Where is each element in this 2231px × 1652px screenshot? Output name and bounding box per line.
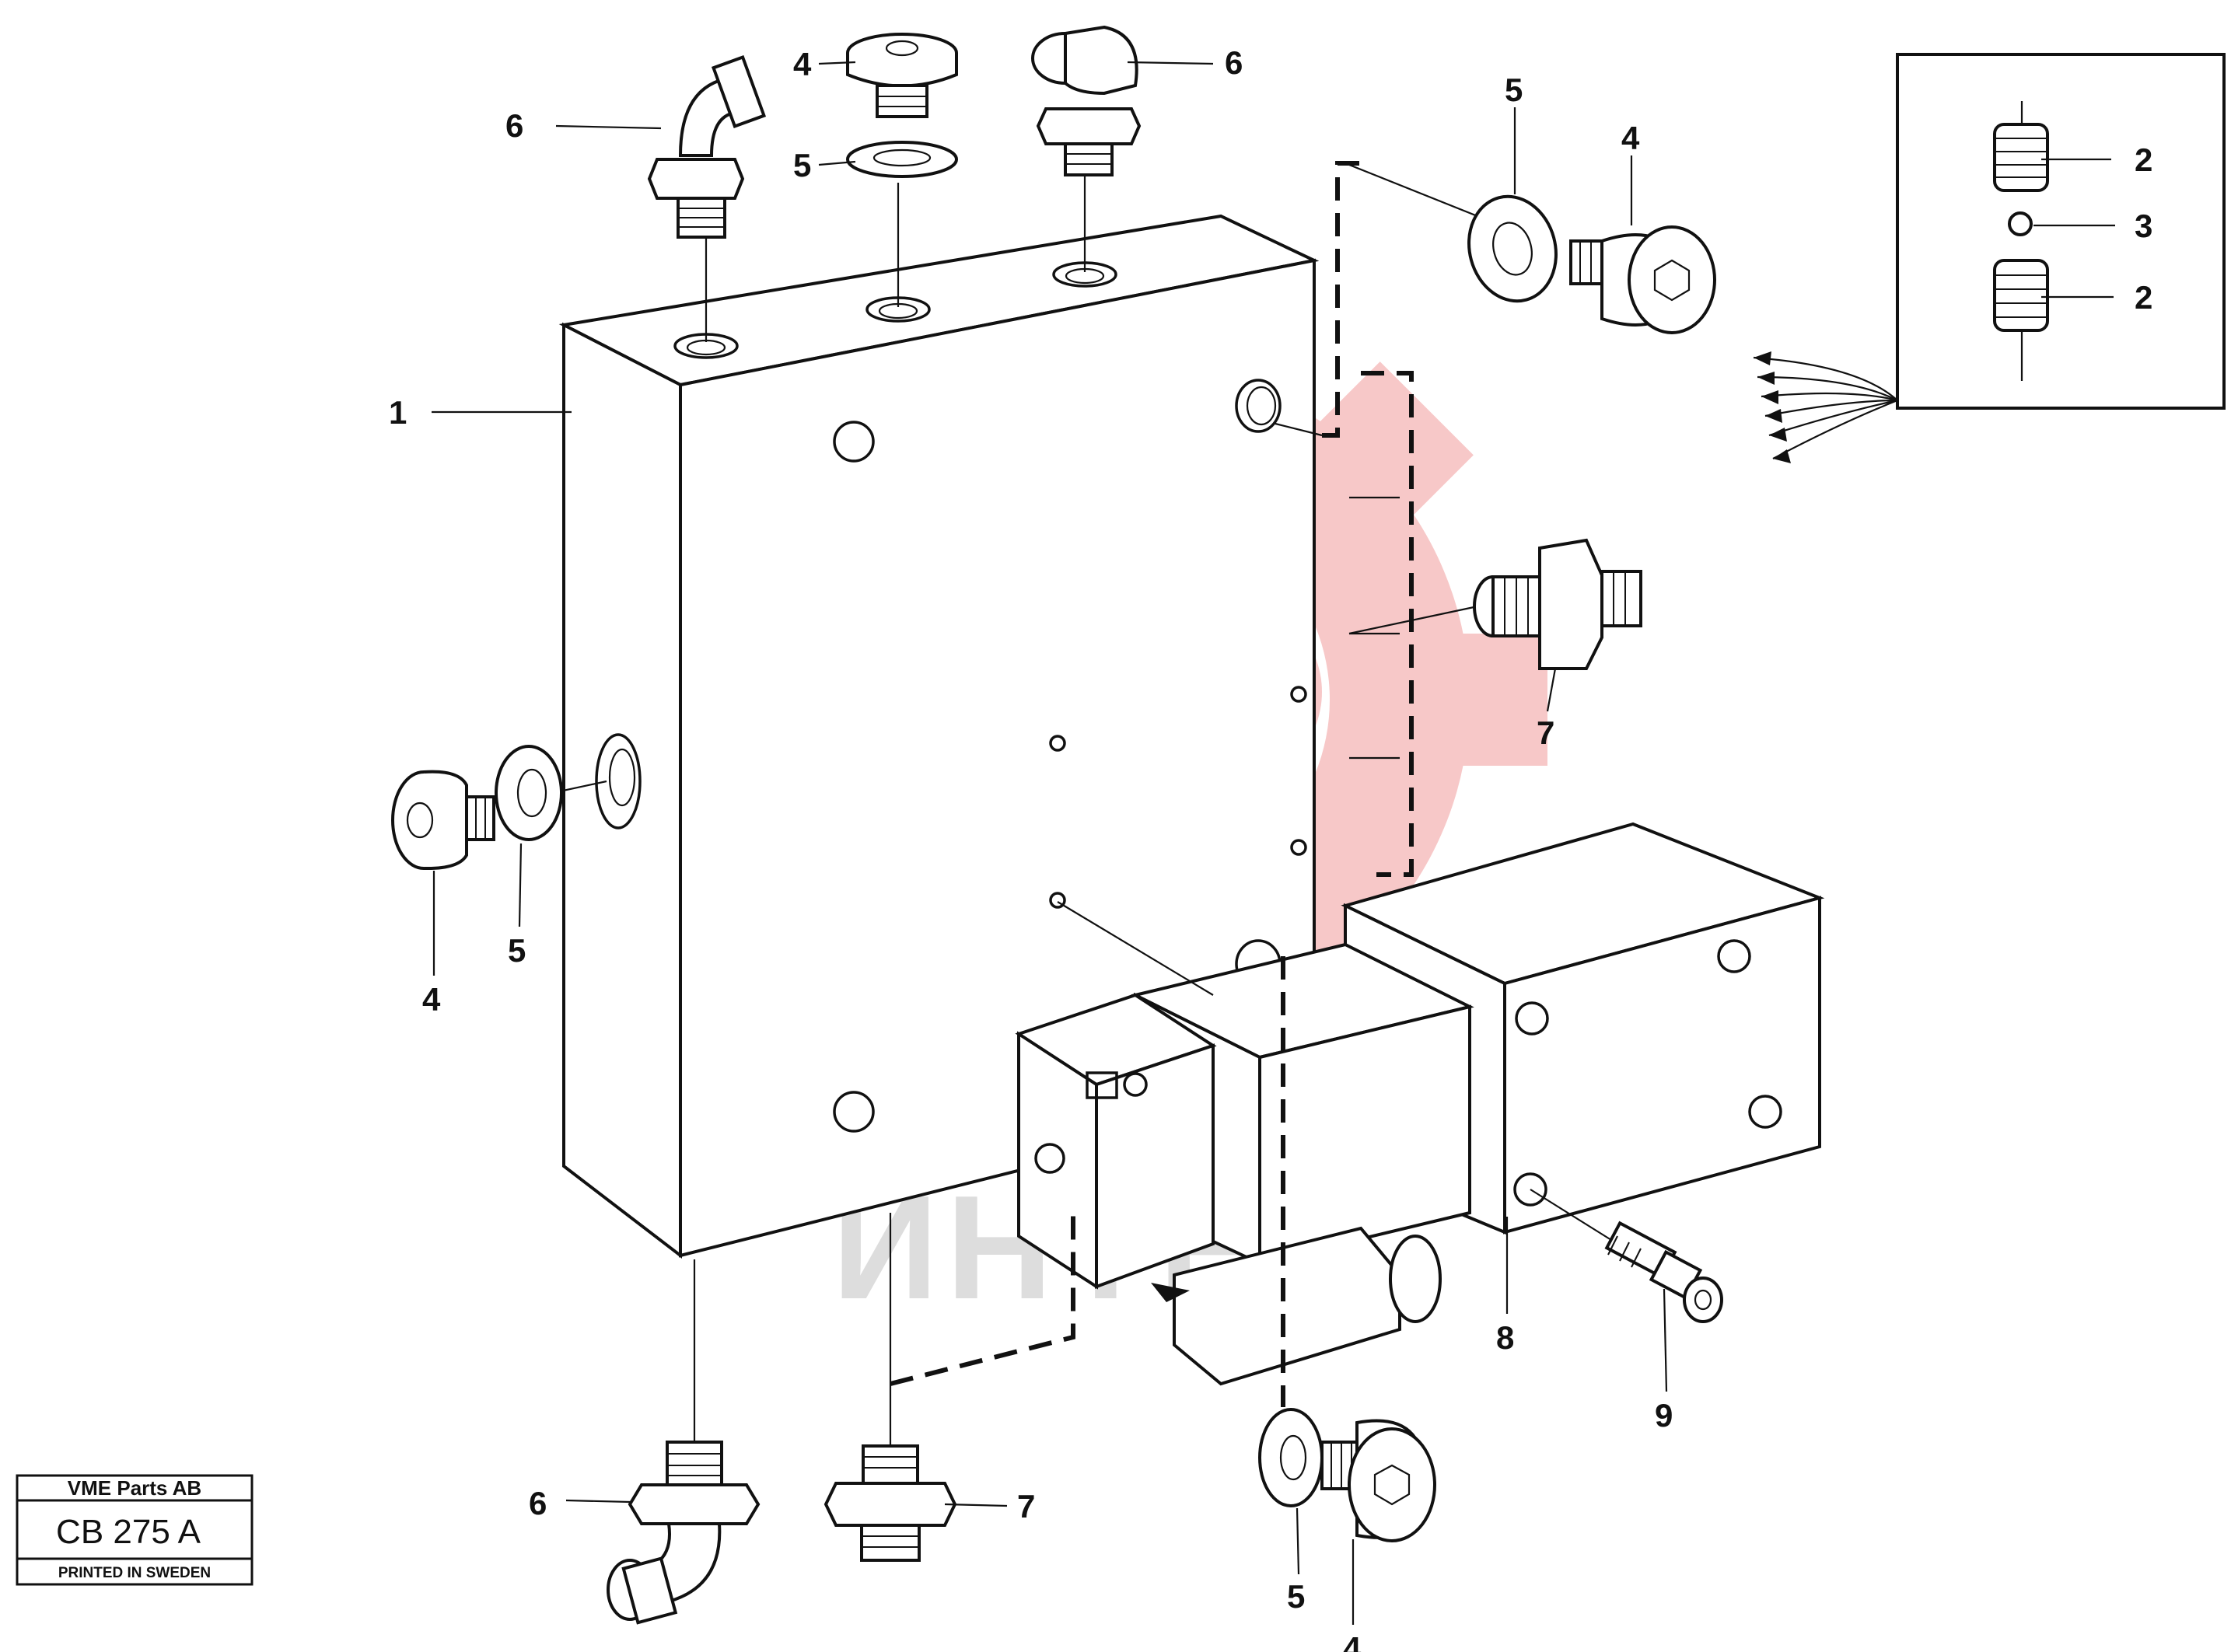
callout-4-bottom: 4: [1343, 1630, 1362, 1652]
callout-4-top: 4: [793, 46, 812, 82]
hex-plug-right: [1569, 225, 1716, 334]
stamp-company: VME Parts AB: [68, 1476, 201, 1500]
inset-ball: [2008, 211, 2033, 236]
elbow-fitting-top-left: [647, 55, 767, 239]
assembly-dashed-lines: [890, 161, 1414, 1407]
callout-6-bottom: 6: [529, 1485, 547, 1521]
hex-plug-left: [391, 770, 495, 871]
elbow-fitting-bottom: [607, 1441, 761, 1625]
straight-fitting-bottom: [824, 1444, 957, 1562]
callout-1: 1: [389, 394, 407, 431]
stamp-printed: PRINTED IN SWEDEN: [58, 1565, 211, 1581]
stamp-code: CB 275 A: [56, 1513, 201, 1551]
callout-5-top: 5: [793, 147, 811, 183]
callout-labels: 1 2 2 3 4 4 4 4 5 5 5 5 6 6 6 7 7 8 9: [389, 44, 2152, 1652]
sealing-washer-right: [1467, 194, 1558, 303]
callout-4-left: 4: [422, 981, 441, 1018]
callout-4-right: 4: [1621, 120, 1640, 156]
callout-5-bottom: 5: [1287, 1578, 1305, 1615]
callout-6-top-left: 6: [505, 107, 523, 144]
callout-9: 9: [1655, 1397, 1673, 1434]
title-stamp: VME Parts AB CB 275 A PRINTED IN SWEDEN: [16, 1474, 254, 1586]
callout-6-top-right: 6: [1225, 44, 1243, 81]
sealing-washer-bottom: [1258, 1408, 1324, 1507]
side-port: [595, 733, 642, 829]
sealing-washer-top: [846, 141, 958, 178]
callout-7-right: 7: [1537, 714, 1554, 751]
callout-2-upper: 2: [2135, 141, 2152, 178]
callout-5-left: 5: [508, 932, 526, 969]
detail-inset: [1896, 53, 2226, 410]
callout-7-bottom: 7: [1017, 1488, 1035, 1525]
straight-fitting-right: [1473, 538, 1642, 670]
sealing-washer-left: [495, 745, 563, 841]
hex-plug-bottom: [1320, 1419, 1436, 1542]
callout-8: 8: [1496, 1319, 1514, 1356]
front-face-holes: [833, 379, 1307, 1133]
callout-5-right: 5: [1505, 72, 1523, 108]
inset-pointer-arrows: [1753, 351, 1898, 463]
leader-lines: [432, 61, 2115, 1625]
cap-screw: [1604, 1221, 1723, 1323]
inset-coupling-upper: [1993, 101, 2049, 192]
callout-2-lower: 2: [2135, 279, 2152, 316]
hex-plug-top: [846, 33, 958, 118]
elbow-fitting-top-right: [1031, 25, 1142, 176]
callout-3: 3: [2135, 208, 2152, 244]
solenoid-valve-assembly: [1015, 822, 1825, 1386]
inset-coupling-lower: [1993, 259, 2049, 381]
